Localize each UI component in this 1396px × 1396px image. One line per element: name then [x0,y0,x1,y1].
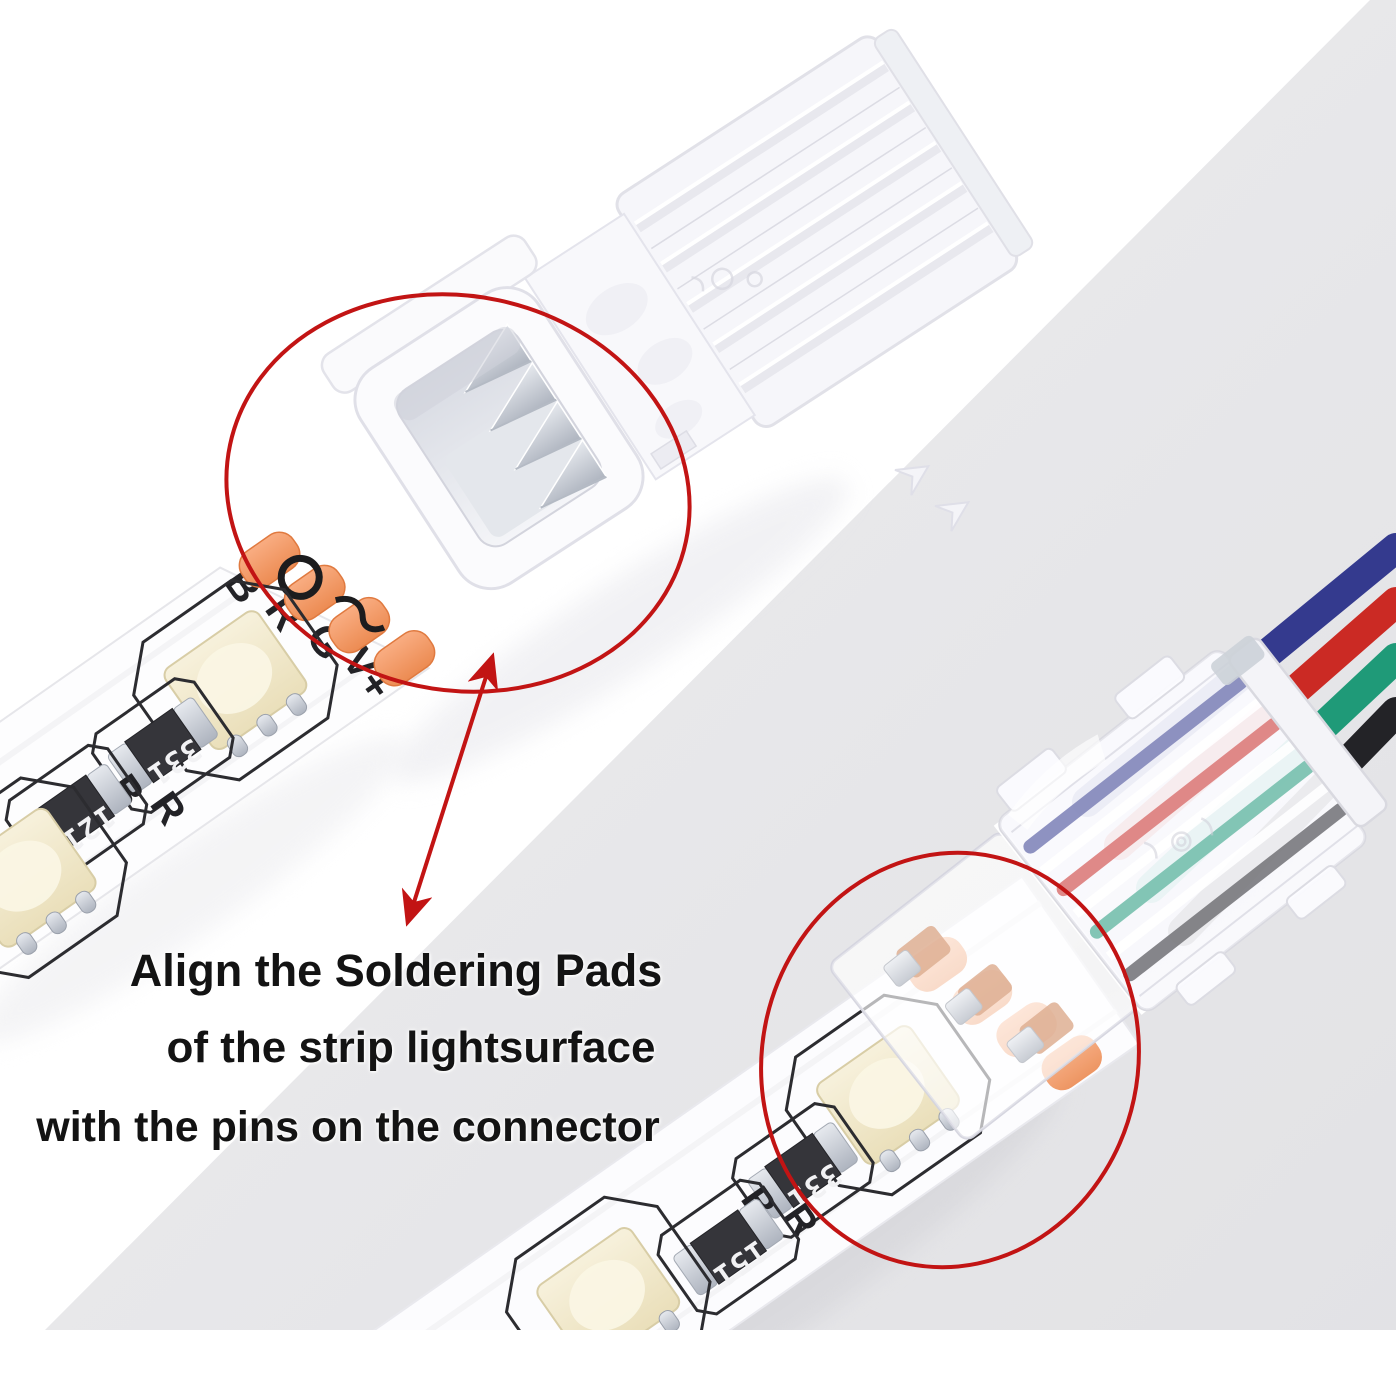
strip-connector-attached [830,635,1388,1140]
side-notch [650,429,698,470]
connector-shadow [392,477,848,783]
wire-stripes-inside [1023,675,1348,982]
latch-chevrons [894,465,971,532]
resistor: 331 [90,677,235,815]
connector-pins [883,925,1074,1064]
led-strip-left: B R G V+ [0,531,436,1095]
annotation-arrow [401,652,499,927]
front-frost [831,834,1135,1139]
caption-line-1: Align the Soldering Pads [129,945,663,996]
plastic-highlight [1007,734,1106,830]
mold-marks [691,267,763,292]
mold-marks [1143,817,1214,859]
caption-line-3: with the pins on the connector [36,1103,660,1151]
cover-ridges [633,60,994,394]
resistor: 331 [731,1102,875,1239]
internal-blobs [585,283,703,439]
opening-shadow [393,326,521,421]
pin [1006,1026,1045,1064]
pin [883,949,921,987]
printed-squiggle [334,596,386,633]
left-photo: B R G V+ [0,28,1034,1095]
pin [945,988,983,1025]
led-chip [504,1195,712,1330]
clamp-ridges [1039,697,1330,961]
crimp-glint [1211,635,1265,686]
cover-end [873,28,1034,257]
led-chip [0,776,128,980]
caption-line-2: of the strip lightsurface [166,1023,656,1072]
pcb-sheen [0,556,292,958]
latch-tabs [996,655,1347,1006]
strip-connector-detached [320,28,1034,591]
strip-shadow [0,736,405,1044]
annotation-circle-right [759,850,1141,1270]
